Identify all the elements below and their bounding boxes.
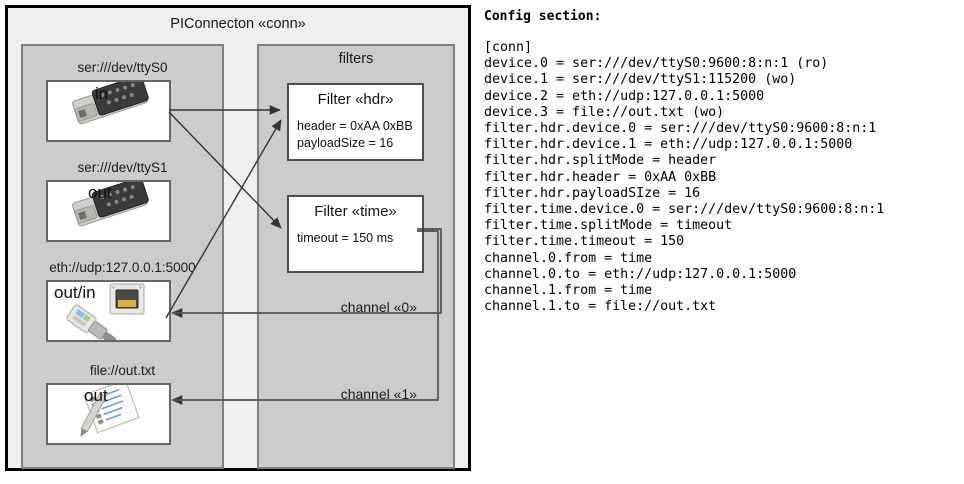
device-label-ttys1: ser:///dev/ttyS1	[77, 160, 168, 175]
device-box-ttys1[interactable]: out	[46, 177, 171, 242]
serial-connector-icon	[72, 177, 149, 227]
filter-title-hdr: Filter «hdr»	[317, 91, 394, 108]
filter-attr-time-timeout: timeout = 150 ms	[297, 231, 394, 245]
device-direction-ttys1: out	[88, 183, 112, 202]
filter-attr-hdr-header: header = 0xAA 0xBB	[297, 119, 413, 133]
device-label-file: file://out.txt	[89, 363, 156, 378]
device-direction-ttys0: in	[95, 84, 109, 103]
device-label-ttys0: ser:///dev/ttyS0	[77, 60, 168, 75]
diagram-frame: PIConnecton «conn» filters ser:///dev/tt…	[5, 5, 471, 471]
filter-title-time: Filter «time»	[314, 203, 397, 220]
device-direction-file: out	[84, 386, 108, 405]
ethernet-jack-icon	[66, 283, 145, 350]
device-direction-eth: out/in	[54, 283, 96, 302]
filters-panel-title: filters	[338, 51, 374, 67]
channel-label-1: channel «1»	[340, 386, 417, 402]
device-label-eth: eth://udp:127.0.0.1:5000	[49, 260, 196, 275]
device-box-ttys0[interactable]: in	[46, 75, 171, 142]
filter-box-time[interactable]: Filter «time» timeout = 150 ms	[287, 195, 424, 273]
device-box-eth[interactable]: out/in	[46, 280, 171, 350]
text-file-pencil-icon	[80, 379, 140, 438]
device-box-file[interactable]: out	[46, 379, 171, 445]
filter-attr-hdr-payload: payloadSize = 16	[297, 136, 394, 150]
channel-label-0: channel «0»	[340, 299, 417, 315]
config-code-block: [conn] device.0 = ser:///dev/ttyS0:9600:…	[484, 40, 885, 315]
filter-box-hdr[interactable]: Filter «hdr» header = 0xAA 0xBB payloadS…	[287, 83, 424, 161]
config-heading: Config section:	[484, 9, 602, 24]
diagram-title: PIConnecton «conn»	[170, 16, 306, 32]
serial-connector-icon	[72, 75, 149, 125]
